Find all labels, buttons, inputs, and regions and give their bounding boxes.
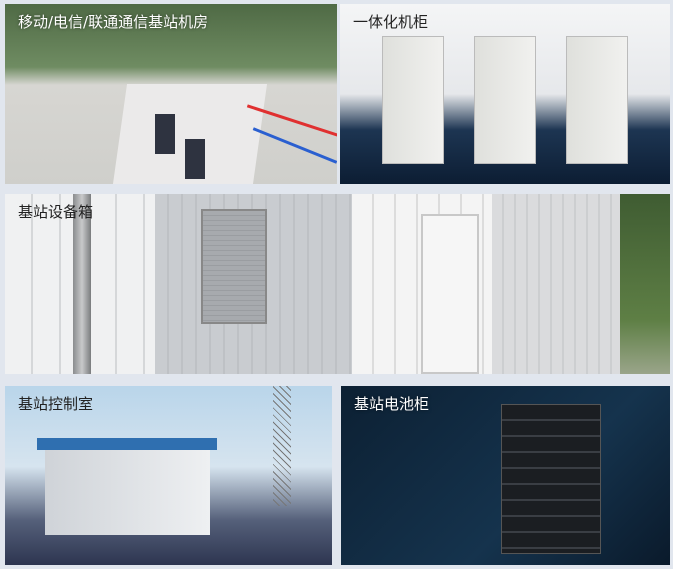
cabinet-image <box>474 36 536 164</box>
tile-base-station-room[interactable]: 移动/电信/联通通信基站机房 <box>5 4 337 184</box>
door-image <box>421 214 479 374</box>
tile-label: 一体化机柜 <box>353 13 429 31</box>
pole-image <box>73 194 91 374</box>
tile-integrated-cabinet[interactable]: 一体化机柜 <box>340 4 670 184</box>
tile-equipment-box[interactable]: 基站设备箱 <box>5 194 670 374</box>
shutter-image <box>201 209 267 324</box>
tile-label: 基站电池柜 <box>354 395 430 413</box>
server-rack-image <box>185 139 205 179</box>
tile-control-room[interactable]: 基站控制室 <box>5 386 332 565</box>
room-image <box>45 450 210 535</box>
roof-image <box>37 438 217 450</box>
tile-label: 基站设备箱 <box>18 203 94 221</box>
trees-image <box>620 194 670 374</box>
panel-wall-image <box>492 194 620 374</box>
tower-image <box>273 386 291 506</box>
tile-battery-cabinet[interactable]: 基站电池柜 <box>341 386 670 565</box>
server-rack-image <box>155 114 175 154</box>
tile-label: 基站控制室 <box>18 395 94 413</box>
battery-cabinet-image <box>501 404 601 554</box>
cabinet-image <box>382 36 444 164</box>
cabinet-image <box>566 36 628 164</box>
tile-label: 移动/电信/联通通信基站机房 <box>18 13 209 31</box>
